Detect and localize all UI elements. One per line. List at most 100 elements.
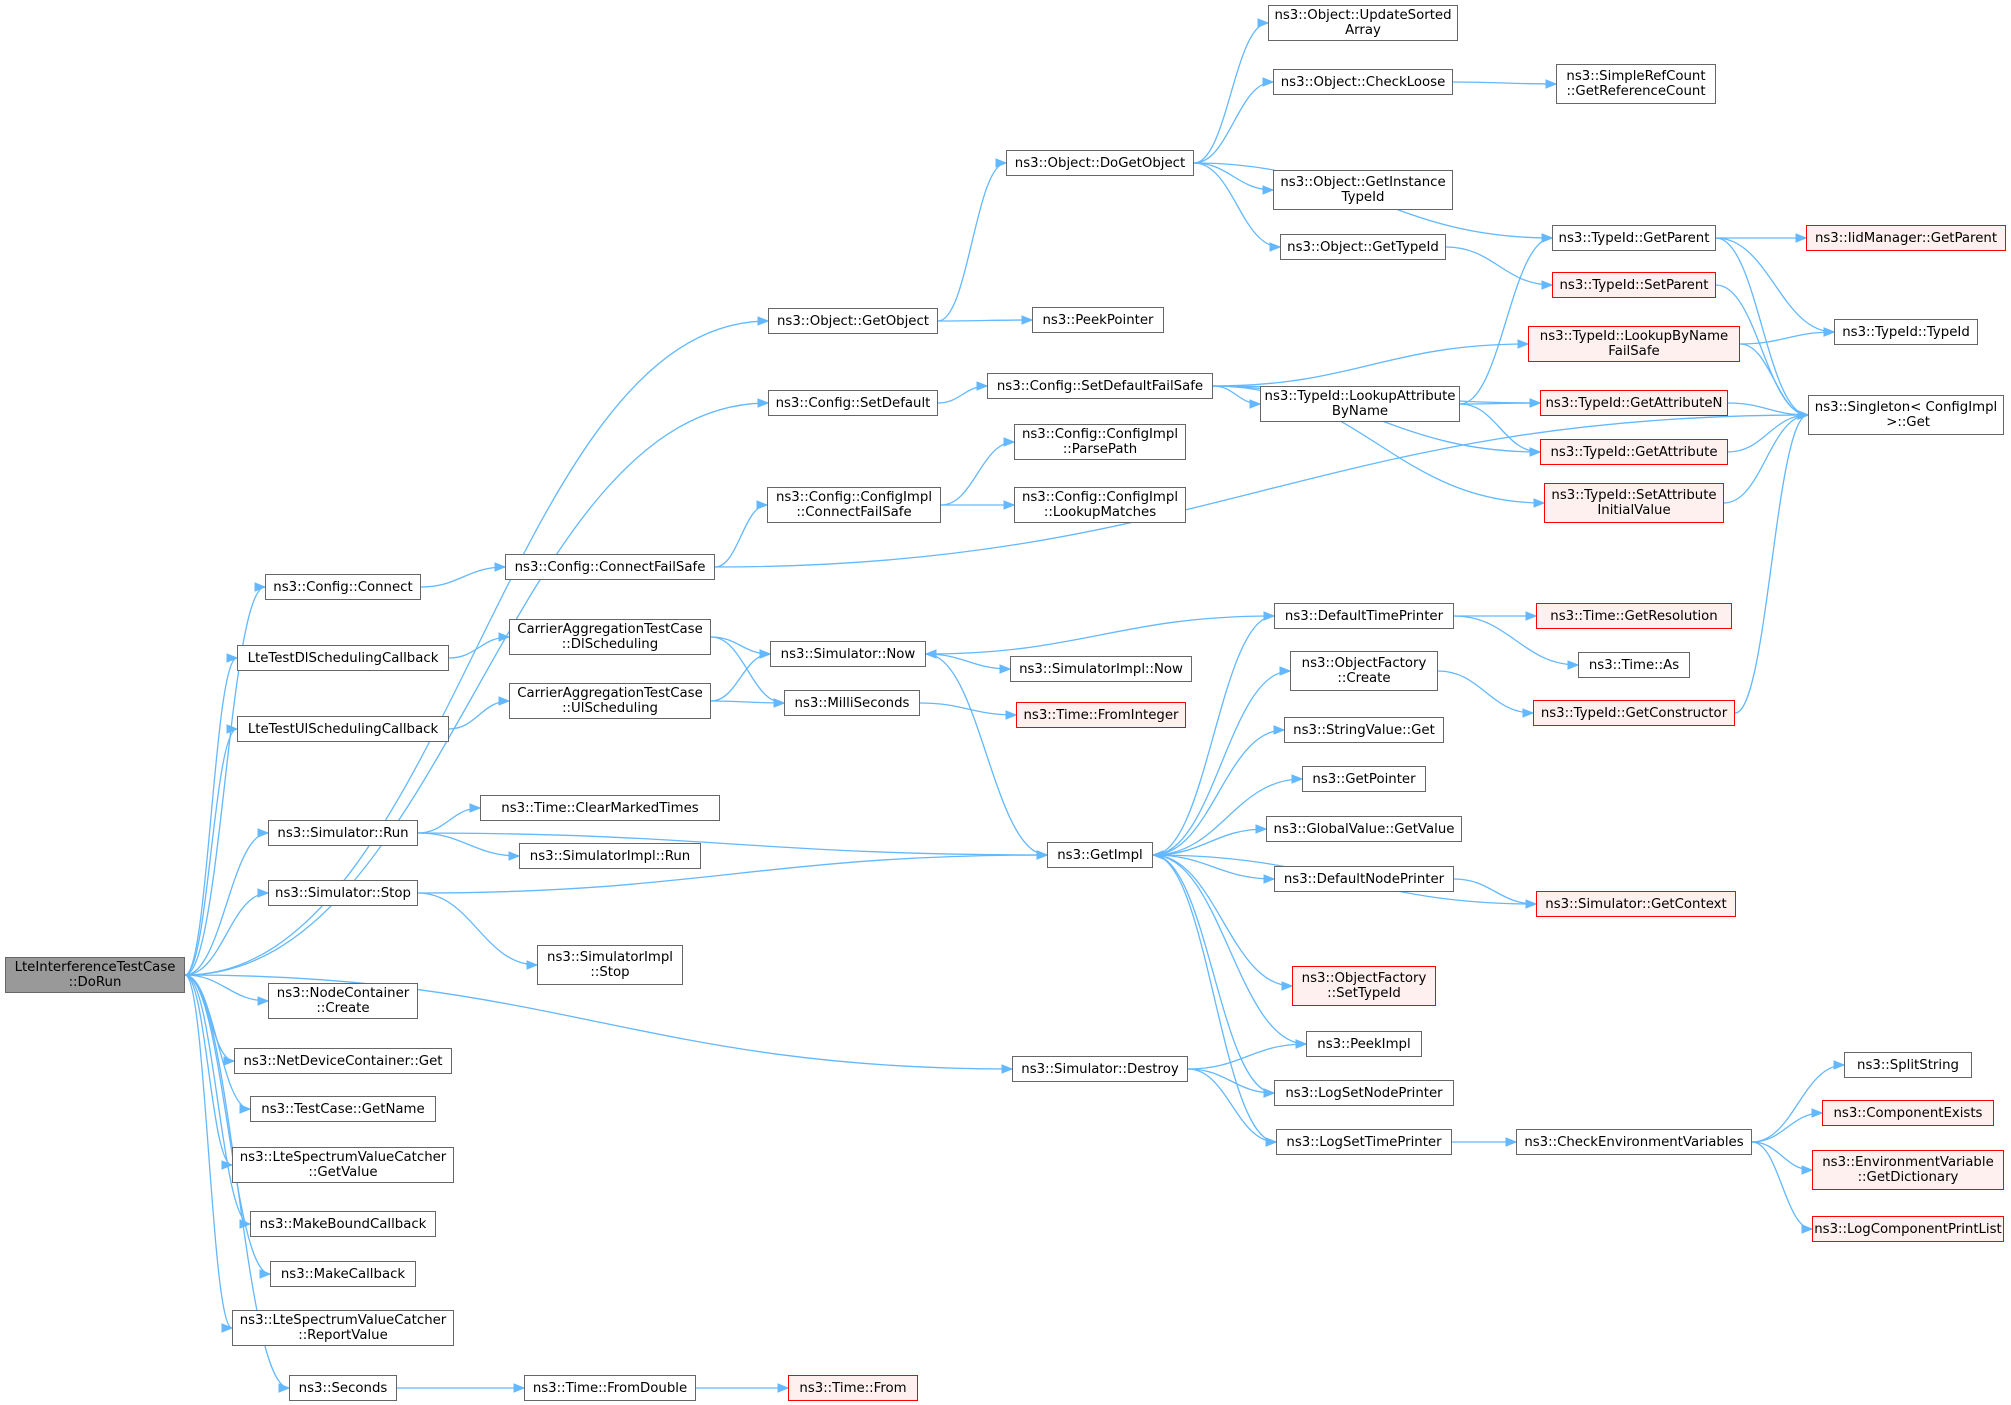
node-parsepath[interactable]: ns3::Config::ConfigImpl::ParsePath <box>1014 424 1186 460</box>
node-fromdouble[interactable]: ns3::Time::FromDouble <box>524 1375 696 1401</box>
node-mcb[interactable]: ns3::MakeCallback <box>270 1261 416 1287</box>
node-cimplconnectfs[interactable]: ns3::Config::ConfigImpl::ConnectFailSafe <box>767 487 941 523</box>
node-singleton[interactable]: ns3::Singleton< ConfigImpl >::Get <box>1808 395 2004 435</box>
node-typeidctor[interactable]: ns3::TypeId::TypeId <box>1834 319 1978 345</box>
node-millis[interactable]: ns3::MilliSeconds <box>784 690 920 716</box>
node-peekimpl[interactable]: ns3::PeekImpl <box>1306 1031 1422 1057</box>
node-getcontext[interactable]: ns3::Simulator::GetContext <box>1536 891 1736 917</box>
edge-arrowhead <box>1529 398 1542 408</box>
node-ulcb[interactable]: LteTestUlSchedulingCallback <box>237 716 449 742</box>
node-defnodeprinter[interactable]: ns3::DefaultNodePrinter <box>1274 866 1454 892</box>
node-setdefault[interactable]: ns3::Config::SetDefault <box>768 390 938 416</box>
node-timefrom[interactable]: ns3::Time::From <box>788 1375 918 1401</box>
node-simimplstop[interactable]: ns3::SimulatorImpl::Stop <box>537 945 683 985</box>
node-reportvalue[interactable]: ns3::LteSpectrumValueCatcher::ReportValu… <box>232 1310 454 1346</box>
node-cadl[interactable]: CarrierAggregationTestCase::DlScheduling <box>509 619 711 655</box>
node-simstop[interactable]: ns3::Simulator::Stop <box>268 880 418 906</box>
node-dlcb[interactable]: LteTestDlSchedulingCallback <box>237 645 449 671</box>
edge-getattr-to-singleton <box>1727 414 1809 453</box>
edge-root-to-simrun <box>184 832 269 976</box>
edge-root-to-mbcb <box>184 974 251 1225</box>
node-getparent[interactable]: ns3::TypeId::GetParent <box>1552 225 1716 251</box>
node-mbcb[interactable]: ns3::MakeBoundCallback <box>250 1211 436 1237</box>
node-splitstring[interactable]: ns3::SplitString <box>1844 1052 1972 1078</box>
node-getname[interactable]: ns3::TestCase::GetName <box>250 1096 436 1122</box>
edge-deftimeprinter-to-timeas <box>1453 615 1579 666</box>
node-getattrn[interactable]: ns3::TypeId::GetAttributeN <box>1540 390 1728 416</box>
node-label-line: ns3::Seconds <box>298 1380 388 1396</box>
node-logcomplist[interactable]: ns3::LogComponentPrintList <box>1812 1216 2004 1242</box>
node-logsettime[interactable]: ns3::LogSetTimePrinter <box>1276 1129 1452 1155</box>
edge-getimpl-to-logsetnode <box>1152 854 1275 1094</box>
node-getimpl[interactable]: ns3::GetImpl <box>1047 842 1153 868</box>
node-peekpointer[interactable]: ns3::PeekPointer <box>1032 307 1164 333</box>
node-lookupmatches[interactable]: ns3::Config::ConfigImpl::LookupMatches <box>1014 487 1186 523</box>
node-label-line: ns3::Time::GetResolution <box>1550 608 1718 624</box>
node-getconstructor[interactable]: ns3::TypeId::GetConstructor <box>1533 700 1735 726</box>
node-label-line: ns3::SimulatorImpl::Now <box>1019 661 1183 677</box>
node-ofcreate[interactable]: ns3::ObjectFactory::Create <box>1290 651 1438 691</box>
edge-root-to-getvalue <box>184 974 233 1166</box>
node-globalvalue[interactable]: ns3::GlobalValue::GetValue <box>1266 816 1462 842</box>
node-label-line: ns3::TestCase::GetName <box>261 1101 425 1117</box>
node-connect[interactable]: ns3::Config::Connect <box>265 574 421 600</box>
node-setdefaultfs[interactable]: ns3::Config::SetDefaultFailSafe <box>987 373 1213 399</box>
node-simdestroy[interactable]: ns3::Simulator::Destroy <box>1012 1056 1188 1082</box>
edge-arrowhead <box>1257 18 1270 28</box>
edge-arrowhead <box>1505 1137 1518 1147</box>
node-getobject[interactable]: ns3::Object::GetObject <box>768 308 938 334</box>
node-frominteger[interactable]: ns3::Time::FromInteger <box>1016 702 1186 728</box>
node-getrefcount[interactable]: ns3::SimpleRefCount::GetReferenceCount <box>1556 64 1716 104</box>
node-label-line: ns3::LogSetNodePrinter <box>1285 1085 1443 1101</box>
edge-getparent-to-typeidctor <box>1715 237 1835 333</box>
node-compexists[interactable]: ns3::ComponentExists <box>1822 1100 1994 1126</box>
node-label-line: ns3::ObjectFactory <box>1301 656 1427 671</box>
edge-arrowhead <box>995 158 1008 168</box>
node-label-line: ::Create <box>1337 671 1391 686</box>
node-checkenv[interactable]: ns3::CheckEnvironmentVariables <box>1516 1129 1752 1155</box>
node-label-line: ns3::TypeId::SetParent <box>1559 277 1709 293</box>
node-simimplnow[interactable]: ns3::SimulatorImpl::Now <box>1010 656 1192 682</box>
node-seconds[interactable]: ns3::Seconds <box>289 1375 397 1401</box>
node-stringvalueget[interactable]: ns3::StringValue::Get <box>1284 717 1444 743</box>
node-envdict[interactable]: ns3::EnvironmentVariable::GetDictionary <box>1812 1150 2004 1190</box>
node-simnow[interactable]: ns3::Simulator::Now <box>770 641 926 667</box>
node-simrun[interactable]: ns3::Simulator::Run <box>268 820 418 846</box>
node-iidgetparent[interactable]: ns3::IidManager::GetParent <box>1806 225 2006 251</box>
node-timeas[interactable]: ns3::Time::As <box>1578 652 1690 678</box>
node-getpointer[interactable]: ns3::GetPointer <box>1302 766 1426 792</box>
node-connectfs[interactable]: ns3::Config::ConnectFailSafe <box>505 554 715 580</box>
node-logsetnode[interactable]: ns3::LogSetNodePrinter <box>1274 1080 1454 1106</box>
node-getattr[interactable]: ns3::TypeId::GetAttribute <box>1540 439 1728 465</box>
node-gettypeid[interactable]: ns3::Object::GetTypeId <box>1280 234 1446 260</box>
node-oftypeid[interactable]: ns3::ObjectFactory::SetTypeId <box>1292 966 1436 1006</box>
edge-dogetobject-to-gettypeid <box>1193 162 1281 248</box>
edge-root-to-reportvalue <box>184 974 233 1329</box>
node-label-line: LteInterferenceTestCase <box>14 960 176 975</box>
node-label-line: ns3::MakeCallback <box>280 1266 406 1282</box>
edge-getimpl-to-oftypeid <box>1152 854 1293 987</box>
node-label-line: ns3::Simulator::GetContext <box>1545 896 1727 912</box>
node-getresolution[interactable]: ns3::Time::GetResolution <box>1536 603 1732 629</box>
edge-arrowhead <box>513 1383 526 1393</box>
edge-arrowhead <box>924 649 937 659</box>
node-ndcget[interactable]: ns3::NetDeviceContainer::Get <box>234 1048 452 1074</box>
edge-arrowhead <box>757 398 770 408</box>
node-label-line: ::GetValue <box>308 1165 378 1180</box>
node-checkloose[interactable]: ns3::Object::CheckLoose <box>1273 69 1453 95</box>
node-nodecreate[interactable]: ns3::NodeContainer::Create <box>268 983 418 1019</box>
node-label-line: ns3::TypeId::SetAttribute <box>1551 488 1717 503</box>
node-clearmarked[interactable]: ns3::Time::ClearMarkedTimes <box>480 795 720 821</box>
node-getvalue[interactable]: ns3::LteSpectrumValueCatcher::GetValue <box>232 1147 454 1183</box>
node-setparent[interactable]: ns3::TypeId::SetParent <box>1552 272 1716 298</box>
node-deftimeprinter[interactable]: ns3::DefaultTimePrinter <box>1274 603 1454 629</box>
node-dogetobject[interactable]: ns3::Object::DoGetObject <box>1006 150 1194 176</box>
node-simimplrun[interactable]: ns3::SimulatorImpl::Run <box>519 843 701 869</box>
edge-arrowhead <box>1797 410 1810 420</box>
node-caul[interactable]: CarrierAggregationTestCase::UlScheduling <box>509 683 711 719</box>
